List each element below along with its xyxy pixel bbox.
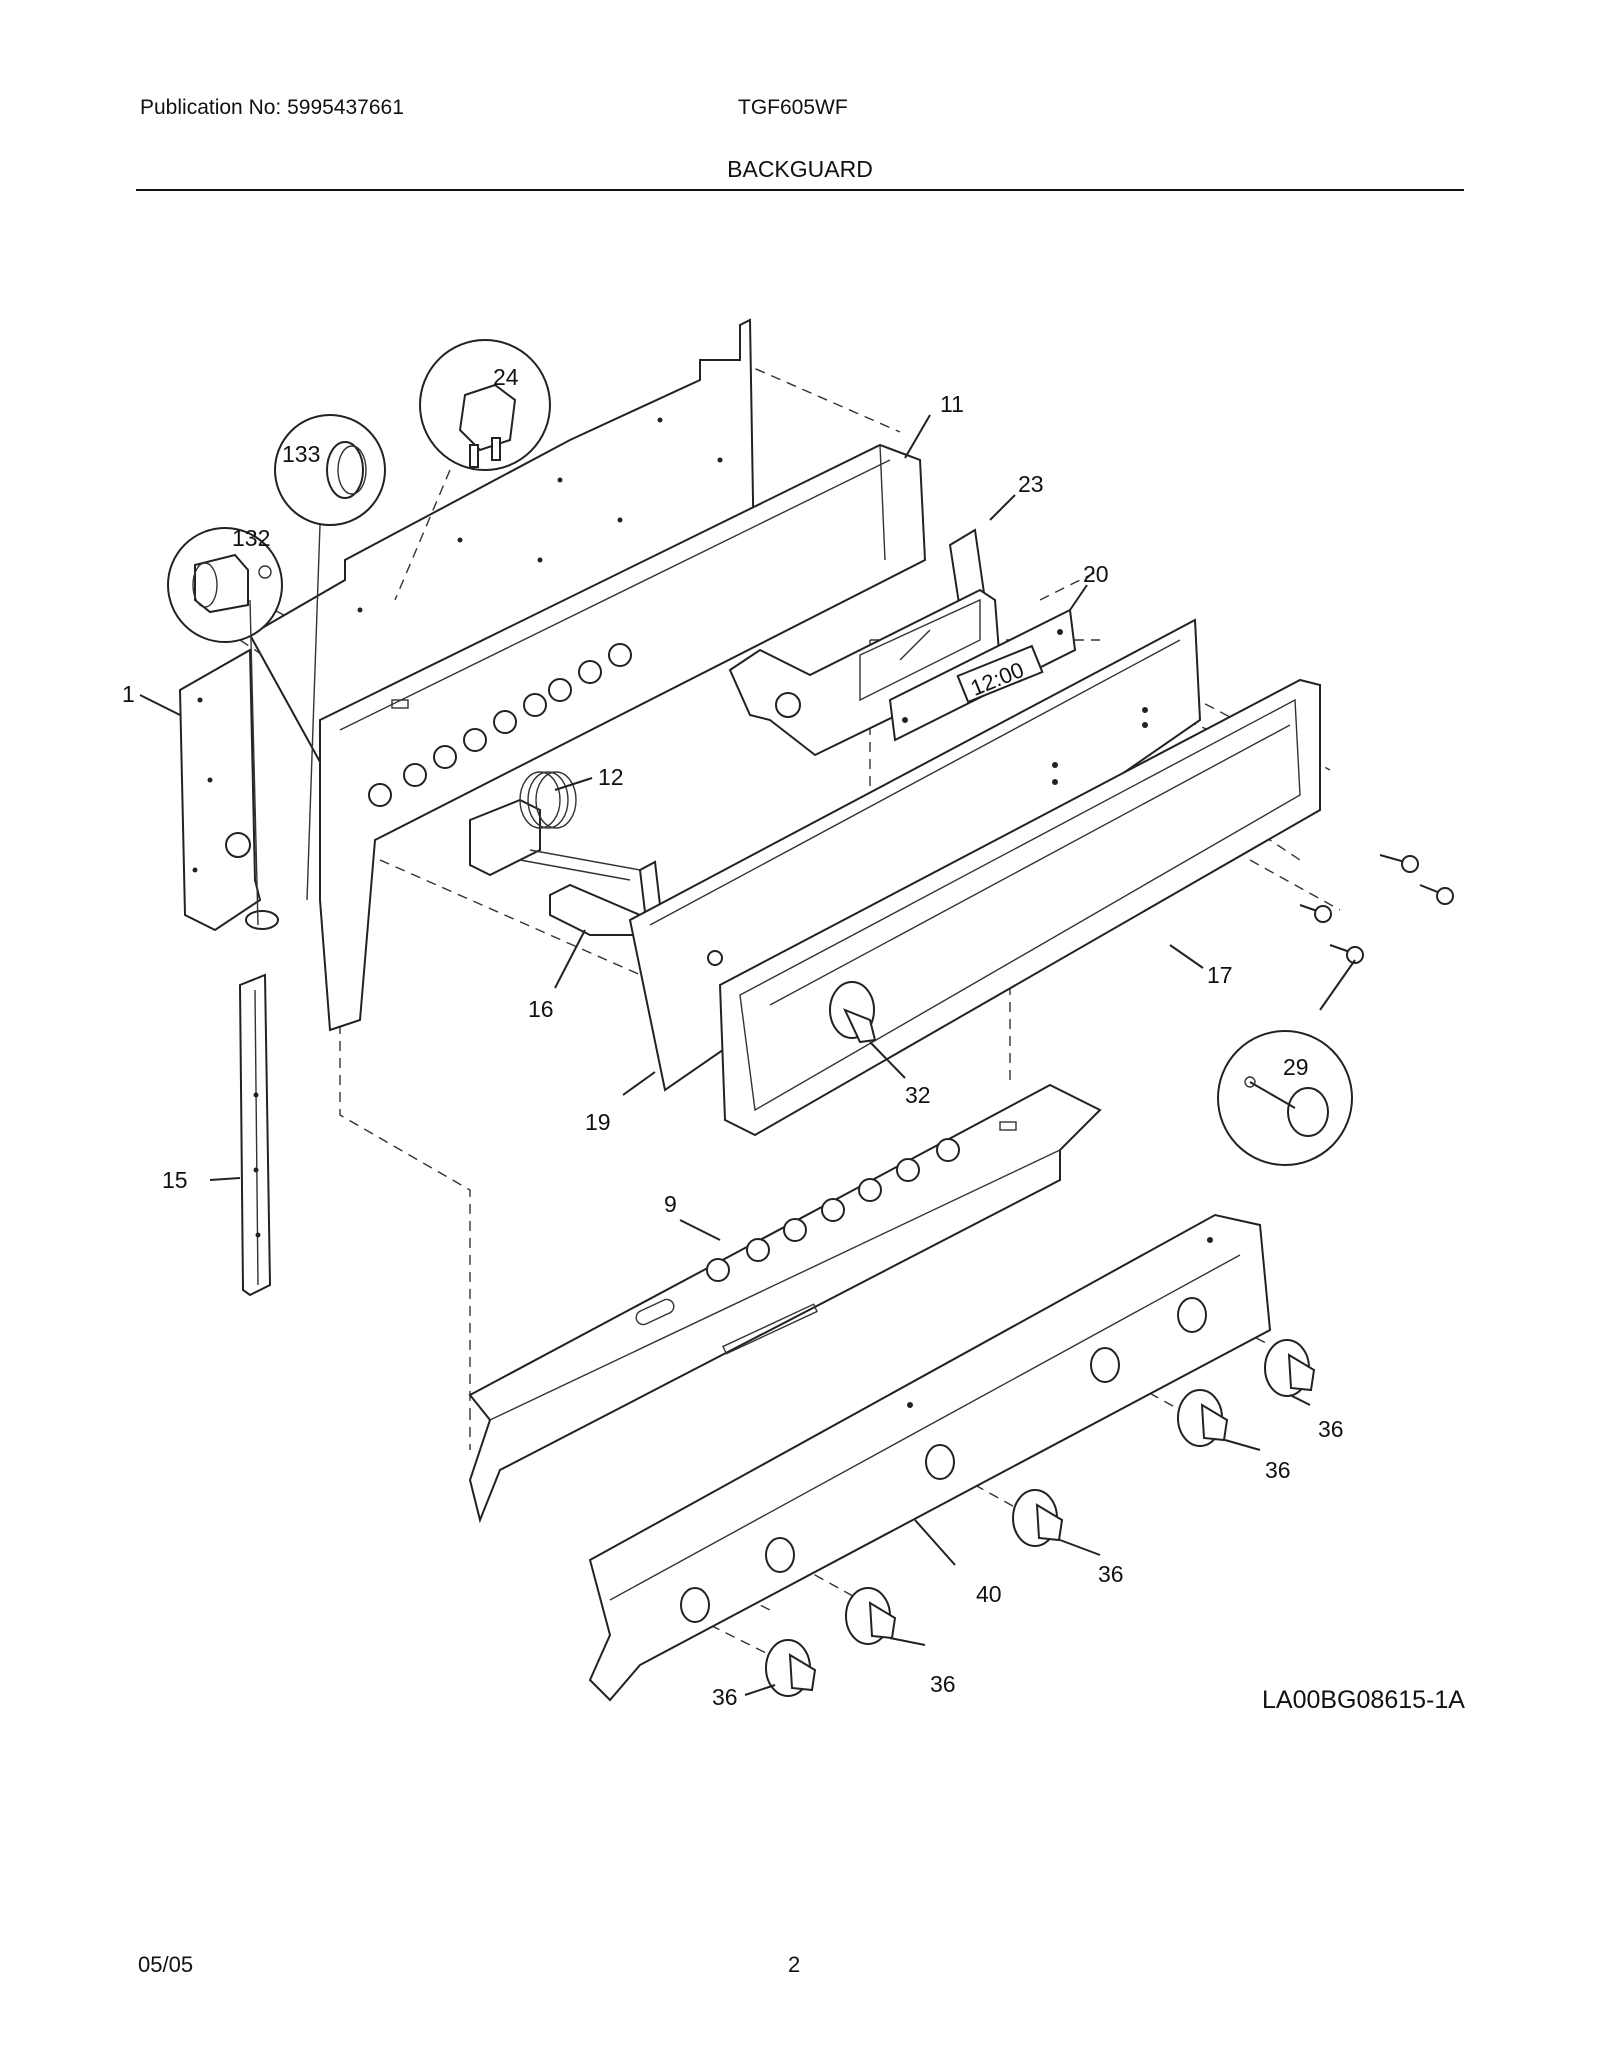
knob-4	[1177, 1389, 1229, 1447]
callout-1: 1	[122, 681, 135, 707]
knob-1	[765, 1639, 817, 1697]
part-9-lower-channel	[468, 1083, 1102, 1524]
header-rule	[136, 189, 1464, 191]
callout-11: 11	[940, 391, 964, 417]
callout-32: 32	[905, 1082, 931, 1108]
callout-16: 16	[528, 996, 554, 1022]
footer-page-number: 2	[788, 1952, 801, 1977]
page-title: BACKGUARD	[727, 156, 873, 182]
mounting-screws	[1299, 854, 1454, 964]
part-40-control-panel	[588, 1213, 1272, 1702]
detail-circle-29	[1217, 1030, 1353, 1166]
callout-133: 133	[282, 441, 320, 467]
part-15-support-strip	[238, 973, 272, 1297]
part-32-knob	[829, 981, 877, 1044]
part-20-clock-board: 12:00	[888, 608, 1077, 742]
knob-5	[1264, 1339, 1316, 1397]
clock-support-bracket	[728, 588, 1002, 757]
drawing-code: LA00BG08615-1A	[1262, 1686, 1465, 1714]
callout-labels: 1 9 11 12 15 16 17 19 20 23 24 29 32 36 …	[122, 364, 1344, 1710]
callout-36-b: 36	[1265, 1457, 1291, 1483]
part-12-switch-module	[469, 771, 641, 881]
callout-29: 29	[1283, 1054, 1309, 1080]
part-1-side-bracket	[178, 648, 279, 932]
callout-132: 132	[232, 525, 270, 551]
leader-lines	[139, 414, 1356, 1696]
callout-24: 24	[493, 364, 519, 390]
footer-date: 05/05	[138, 1952, 194, 1977]
callout-36-c: 36	[1098, 1561, 1124, 1587]
callout-23: 23	[1018, 471, 1044, 497]
callout-15: 15	[162, 1167, 188, 1193]
callout-40: 40	[976, 1581, 1002, 1607]
callout-36-a: 36	[1318, 1416, 1344, 1442]
callout-9: 9	[664, 1191, 677, 1217]
callout-20: 20	[1083, 561, 1109, 587]
part-11-channel	[319, 443, 927, 1032]
detail-circle-132	[167, 527, 283, 926]
model-number: TGF605WF	[738, 96, 848, 119]
callout-36-e: 36	[712, 1684, 738, 1710]
part-16-bracket	[549, 860, 662, 936]
publication-number: Publication No: 5995437661	[140, 96, 404, 119]
knob-3	[1012, 1489, 1064, 1547]
callout-36-d: 36	[930, 1671, 956, 1697]
part-36-knobs	[765, 1339, 1316, 1697]
callout-19: 19	[585, 1109, 611, 1135]
knob-2	[845, 1587, 897, 1645]
callout-12: 12	[598, 764, 624, 790]
callout-17: 17	[1207, 962, 1233, 988]
detail-circle-24	[394, 339, 551, 601]
detail-circle-133	[274, 414, 386, 901]
